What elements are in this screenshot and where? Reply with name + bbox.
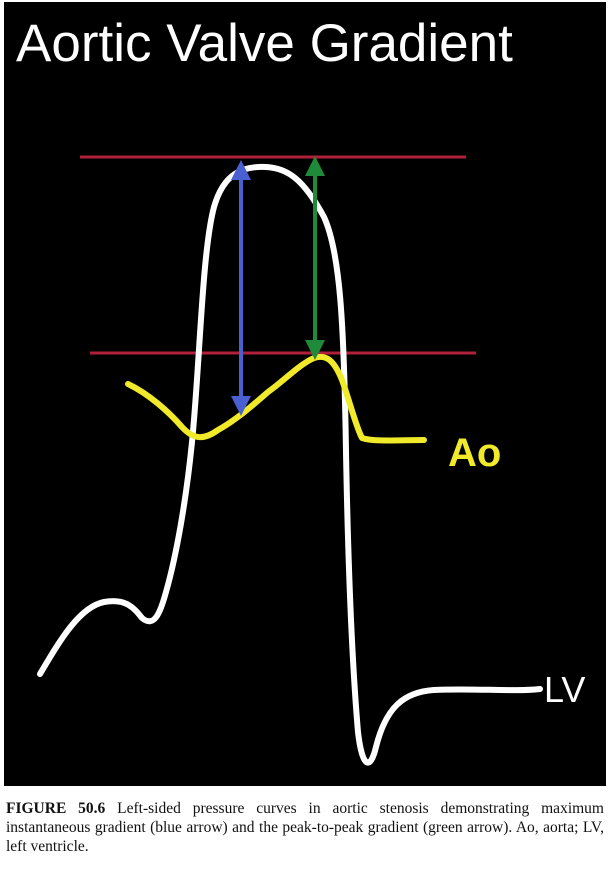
pressure-diagram: Ao LV (37, 155, 585, 766)
figure-caption: FIGURE 50.6 Left-sided pressure curves i… (6, 799, 604, 856)
aortic-pressure-curve (125, 353, 427, 444)
ao-label: Ao (448, 431, 501, 475)
caption-text: Left-sided pressure curves in aortic ste… (6, 800, 604, 855)
caption-label: FIGURE 50.6 (6, 800, 106, 817)
lv-pressure-curve (37, 163, 543, 766)
figure-title: Aortic Valve Gradient (16, 14, 513, 73)
figure-panel: Aortic Valve Gradient Ao LV (4, 2, 606, 786)
lv-label: LV (544, 669, 585, 710)
